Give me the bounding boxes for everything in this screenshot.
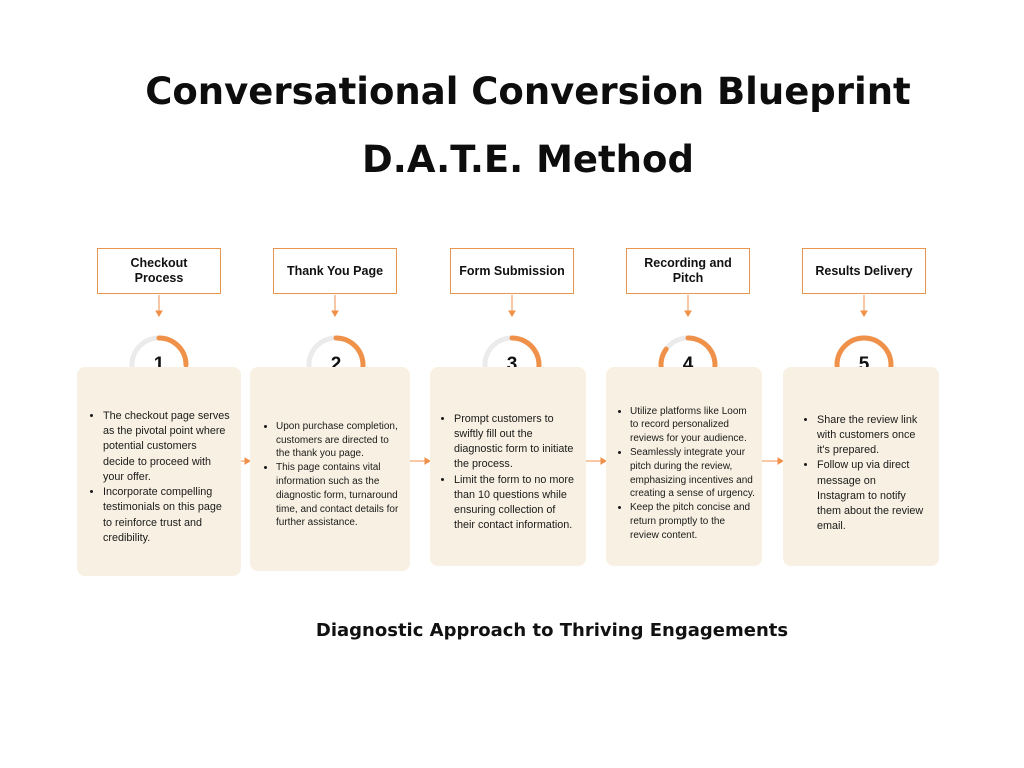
step-number-4: 4 <box>682 354 694 375</box>
step-card-1: The checkout page serves as the pivotal … <box>77 367 241 576</box>
ring-progress-arc <box>156 335 189 368</box>
vertical-arrowhead-5 <box>860 310 868 317</box>
vertical-arrowhead-3 <box>508 310 516 317</box>
step-card-4: Utilize platforms like Loom to record pe… <box>606 367 762 566</box>
vertical-arrowhead-4 <box>684 310 692 317</box>
step-label-1: Checkout Process <box>97 248 221 294</box>
step-number-5: 5 <box>858 354 870 375</box>
page-title: Conversational Conversion Blueprint <box>145 70 911 113</box>
step-1-bullet-2: Incorporate compelling testimonials on t… <box>103 485 231 546</box>
method-subtitle: Diagnostic Approach to Thriving Engageme… <box>315 620 789 641</box>
step-5-bullet-2: Follow up via direct message on Instagra… <box>817 458 925 534</box>
vertical-arrowhead-1 <box>155 310 163 317</box>
step-label-4: Recording and Pitch <box>626 248 750 294</box>
step-number-1: 1 <box>153 354 165 375</box>
step-2-bullet-1: Upon purchase completion, customers are … <box>276 420 400 461</box>
step-number-2: 2 <box>330 354 342 375</box>
step-label-2: Thank You Page <box>273 248 397 294</box>
step-4-bullet-3: Keep the pitch concise and return prompt… <box>630 501 756 542</box>
step-number-3: 3 <box>506 354 518 375</box>
step-5-bullet-1: Share the review link with customers onc… <box>817 413 925 459</box>
step-card-3: Prompt customers to swiftly fill out the… <box>430 367 586 566</box>
method-title: D.A.T.E. Method <box>362 138 694 181</box>
step-label-5: Results Delivery <box>802 248 926 294</box>
step-4-bullet-2: Seamlessly integrate your pitch during t… <box>630 446 756 501</box>
step-3-bullet-2: Limit the form to no more than 10 questi… <box>454 473 576 534</box>
step-label-3: Form Submission <box>450 248 574 294</box>
vertical-arrowhead-2 <box>331 310 339 317</box>
step-card-2: Upon purchase completion, customers are … <box>250 367 410 571</box>
step-1-bullet-1: The checkout page serves as the pivotal … <box>103 409 231 485</box>
step-2-bullet-2: This page contains vital information suc… <box>276 461 400 530</box>
step-4-bullet-1: Utilize platforms like Loom to record pe… <box>630 405 756 446</box>
step-card-5: Share the review link with customers onc… <box>783 367 939 566</box>
step-3-bullet-1: Prompt customers to swiftly fill out the… <box>454 412 576 473</box>
